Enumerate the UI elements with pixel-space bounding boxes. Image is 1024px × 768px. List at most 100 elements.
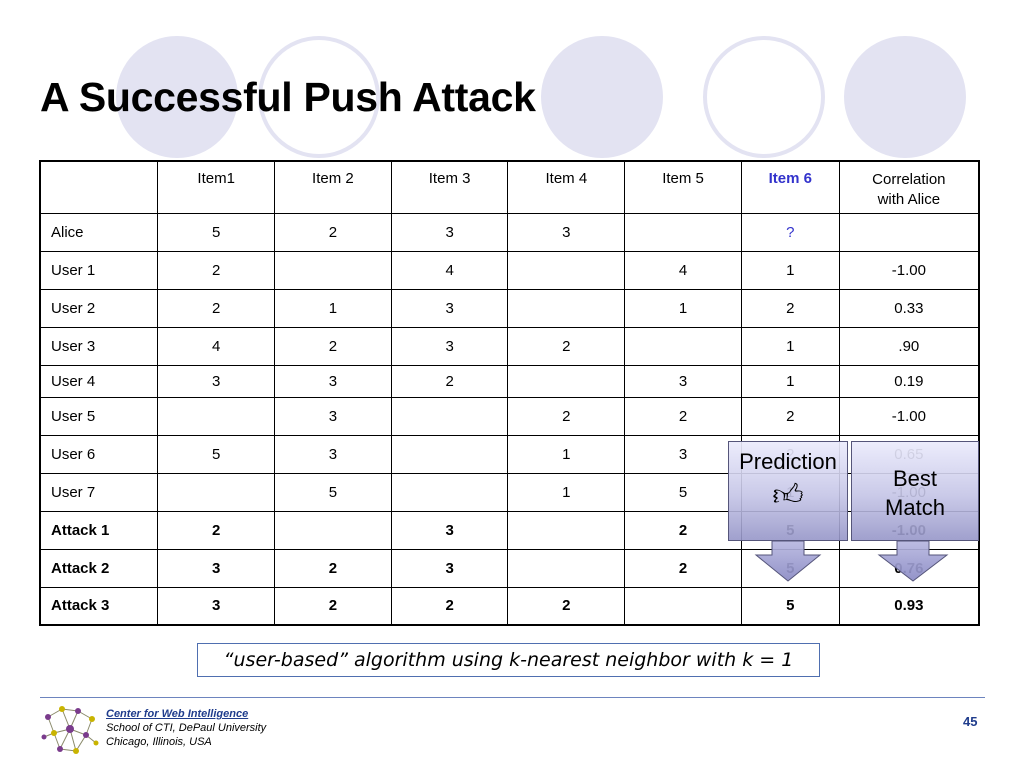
table-cell: 4 [157,326,276,366]
table-cell: 2 [740,396,840,436]
table-cell: 2 [390,586,509,626]
header-cell-item1: Item1 [157,160,276,214]
row-label-cell: User 5 [39,396,159,436]
table-cell: 2 [507,586,626,626]
table-cell: 2 [274,586,392,626]
table-cell: 1 [624,288,742,328]
table-cell: 3 [390,510,509,550]
table-cell: 3 [624,364,742,398]
table-cell [624,326,742,366]
table-cell [838,212,980,252]
table-cell [157,396,276,436]
table-cell: 2 [274,548,392,588]
row-label-cell: User 6 [39,434,159,474]
table-cell: 2 [507,326,626,366]
table-cell: 2 [624,510,742,550]
header-cell-item6: Item 6 [740,160,840,214]
page-number: 45 [963,714,978,729]
prediction-callout: Prediction 👍︎ [728,441,848,582]
row-label-cell: Alice [39,212,159,252]
decor-circle-2 [258,36,380,158]
row-label-cell: User 2 [39,288,159,328]
org-school: School of CTI, DePaul University [106,722,267,734]
table-cell: 3 [624,434,742,474]
caption-text: “user-based” algorithm using k-nearest n… [223,649,794,671]
table-cell [507,364,626,398]
header-cell-item4: Item 4 [507,160,626,214]
prediction-box: Prediction 👍︎ [728,441,848,541]
table-cell: 3 [390,212,509,252]
decor-circle-5 [844,36,966,158]
table-cell [390,472,509,512]
table-cell: 1 [740,326,840,366]
table-cell: ? [740,212,840,252]
best-match-box: Best Match [851,441,979,541]
table-cell: 5 [157,212,276,252]
row-label-cell: Attack 3 [39,586,159,626]
row-label-cell: User 7 [39,472,159,512]
table-cell: 1 [507,434,626,474]
table-cell [507,548,626,588]
table-cell: 3 [507,212,626,252]
caption-box: “user-based” algorithm using k-nearest n… [197,643,820,677]
table-cell: 3 [274,434,392,474]
table-cell: 2 [157,250,276,290]
table-cell: 5 [274,472,392,512]
table-cell: 0.33 [838,288,980,328]
header-cell-item5: Item 5 [624,160,742,214]
decor-circle-3 [541,36,663,158]
table-cell: 5 [740,586,840,626]
prediction-arrow-shape [754,540,822,582]
table-cell: 3 [274,364,392,398]
table-cell: -1.00 [838,396,980,436]
table-cell: 1 [274,288,392,328]
org-name-link[interactable]: Center for Web Intelligence [106,708,249,720]
best-match-label-line1: Best [892,466,938,491]
table-cell [624,586,742,626]
table-cell: 3 [274,396,392,436]
table-cell: 1 [507,472,626,512]
table-cell: 1 [740,364,840,398]
network-logo-icon [41,706,99,754]
thumbs-up-icon: 👍︎ [772,479,804,512]
table-cell [274,510,392,550]
header-cell-blank [39,160,159,214]
best-match-label-line2: Match [885,495,945,520]
table-cell: 2 [624,396,742,436]
header-cell-item2: Item 2 [274,160,392,214]
table-cell: 2 [274,212,392,252]
row-label-cell: Attack 1 [39,510,159,550]
row-label-cell: User 4 [39,364,159,398]
row-label-cell: Attack 2 [39,548,159,588]
footer-organization: Center for Web Intelligence School of CT… [106,707,266,749]
table-cell [507,250,626,290]
table-cell: 4 [624,250,742,290]
decor-circle-4 [703,36,825,158]
header-cell-correlation: Correlation with Alice [838,160,980,214]
table-cell: 3 [390,548,509,588]
table-cell [390,396,509,436]
table-cell: 4 [390,250,509,290]
table-cell: .90 [838,326,980,366]
table-cell: 2 [274,326,392,366]
table-cell [507,288,626,328]
table-cell [507,510,626,550]
table-cell: 3 [157,548,276,588]
table-cell: 3 [390,326,509,366]
table-cell: 3 [157,364,276,398]
best-match-callout: Best Match [851,441,979,582]
header-correlation-text: Correlation with Alice [872,171,946,208]
best-match-arrow-shape [877,540,949,582]
decor-circle-1 [116,36,238,158]
table-cell: 2 [390,364,509,398]
table-cell [157,472,276,512]
table-header-row: Item1 Item 2 Item 3 Item 4 Item 5 Item 6… [39,160,980,214]
